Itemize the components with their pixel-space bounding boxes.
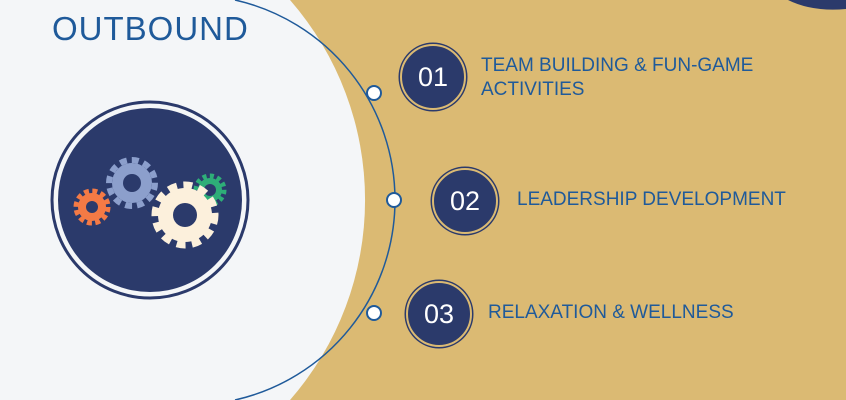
timeline-node-1 <box>366 85 382 101</box>
gears-emblem <box>50 100 250 300</box>
page-title: OUTBOUND <box>52 10 249 47</box>
timeline-node-3 <box>366 305 382 321</box>
top-right-navy-shape <box>788 0 846 10</box>
item-number-badge: 02 <box>432 168 498 234</box>
item-label-line: ACTIVITIES <box>481 79 585 100</box>
timeline-node-2 <box>386 192 402 208</box>
item-number-badge: 01 <box>400 44 466 110</box>
item-label: TEAM BUILDING & FUN-GAME ACTIVITIES <box>481 54 753 102</box>
gear-lavender-icon <box>106 157 158 209</box>
item-label-line: TEAM BUILDING & FUN-GAME <box>481 55 754 76</box>
item-label: LEADERSHIP DEVELOPMENT <box>517 189 786 210</box>
gear-orange-icon <box>73 188 111 226</box>
gear-cream-icon <box>151 181 219 249</box>
item-label: RELAXATION & WELLNESS <box>488 302 734 323</box>
item-number-badge: 03 <box>406 281 472 347</box>
